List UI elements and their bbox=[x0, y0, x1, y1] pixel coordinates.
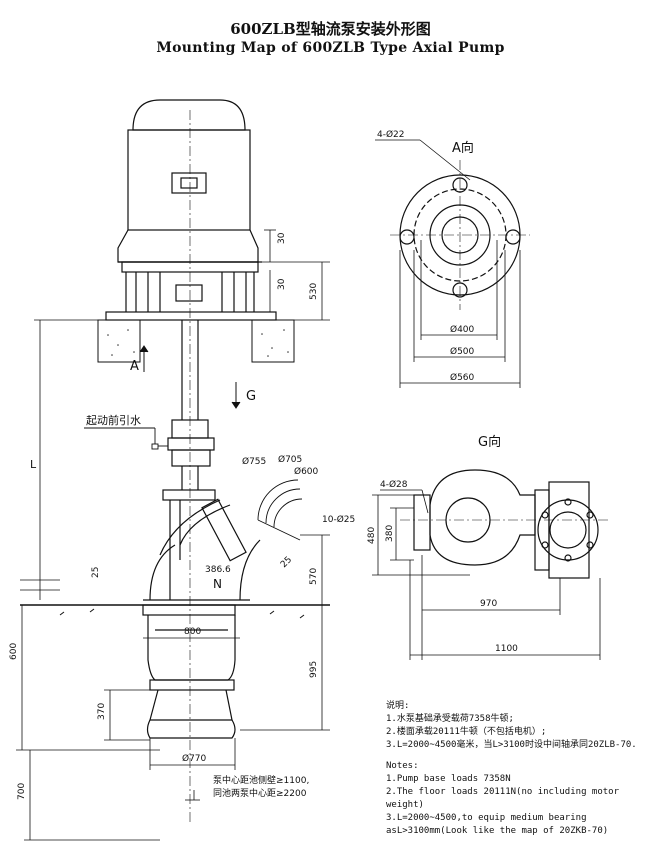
pump-elbow bbox=[143, 498, 261, 601]
floor-slab bbox=[97, 319, 295, 363]
drawing-title-cn: 600ZLB型轴流泵安装外形图 bbox=[230, 20, 431, 38]
dim-570: 570 bbox=[309, 568, 319, 585]
dim-30-top: 30 bbox=[277, 232, 287, 244]
dim-25-elbow: 25 bbox=[279, 555, 294, 570]
motor-stand bbox=[105, 261, 277, 321]
notes-en-3a: 3.L=2000~4500,to equip medium bearing bbox=[386, 813, 587, 823]
dim-380: 380 bbox=[385, 525, 395, 542]
priming-leader bbox=[84, 427, 168, 450]
dim-600-circle: Ø600 bbox=[294, 466, 319, 477]
dim-560: Ø560 bbox=[450, 372, 475, 383]
dim-500: Ø500 bbox=[450, 346, 475, 357]
dim-800: 800 bbox=[184, 627, 201, 637]
flange-holes-label: 10-Ø25 bbox=[322, 514, 355, 525]
dim-995: 995 bbox=[309, 661, 319, 678]
elbow-arcs bbox=[257, 479, 303, 541]
g-view-label: G向 bbox=[478, 434, 501, 450]
g-arrow-label: G bbox=[246, 389, 256, 404]
g-view bbox=[380, 469, 610, 579]
dim-30-bottom: 30 bbox=[277, 278, 287, 290]
bolt-holes-a-label: 4-Ø22 bbox=[377, 129, 405, 140]
a-view-label: A向 bbox=[452, 140, 474, 156]
shaft-column bbox=[162, 320, 216, 600]
notes-cn-heading: 说明: bbox=[386, 701, 410, 711]
ground-hatch bbox=[59, 608, 305, 619]
notes-en-1: 1.Pump base loads 7358N bbox=[386, 774, 511, 784]
a-view bbox=[375, 139, 530, 310]
clearance-label-2: 同池两泵中心距≥2200 bbox=[213, 787, 307, 799]
dim-370: 370 bbox=[97, 703, 107, 720]
dim-25-left: 25 bbox=[91, 567, 101, 578]
clearance-label-1: 泵中心距池侧壁≥1100, bbox=[213, 774, 309, 786]
dim-480: 480 bbox=[367, 527, 377, 544]
drawing-title-en: Mounting Map of 600ZLB Type Axial Pump bbox=[156, 40, 505, 56]
g-view-dims bbox=[372, 494, 601, 660]
dim-705: Ø705 bbox=[278, 454, 302, 465]
dim-1100: 1100 bbox=[495, 644, 518, 654]
arrow-a bbox=[139, 345, 149, 372]
dim-L bbox=[20, 319, 98, 600]
notes-cn-2: 2.楼面承载20111牛顿（不包括电机）; bbox=[386, 727, 547, 737]
priming-label: 起动前引水 bbox=[86, 413, 141, 427]
notes-cn-1: 1.水泵基础承受载荷7358牛顿; bbox=[386, 714, 514, 724]
notes-en-2a: 2.The floor loads 20111N(no including mo… bbox=[386, 787, 619, 797]
dim-right-top bbox=[258, 229, 330, 321]
n-label: N bbox=[213, 577, 222, 591]
a-arrow-label: A bbox=[130, 359, 139, 374]
notes-cn-3: 3.L=2000~4500毫米，当L>3100时设中间轴承同20ZLB-70. bbox=[386, 740, 637, 750]
dim-700: 700 bbox=[17, 783, 27, 800]
dim-left bbox=[16, 605, 160, 841]
bolt-holes-g-label: 4-Ø28 bbox=[380, 479, 408, 490]
notes-block: 说明: 1.水泵基础承受载荷7358牛顿; 2.楼面承载20111牛顿（不包括电… bbox=[386, 700, 637, 838]
dim-530: 530 bbox=[309, 283, 319, 300]
dim-755: Ø755 bbox=[242, 456, 266, 467]
dim-horizontal bbox=[143, 637, 240, 801]
dim-770: Ø770 bbox=[182, 753, 207, 764]
length-label: L bbox=[30, 458, 37, 471]
dim-400: Ø400 bbox=[450, 324, 475, 335]
arrow-g bbox=[231, 382, 241, 409]
pump-body bbox=[142, 604, 236, 739]
dim-right-bottom bbox=[240, 534, 330, 731]
dim-970: 970 bbox=[480, 599, 497, 609]
dim-386: 386.6 bbox=[205, 565, 231, 575]
notes-en-2b: weight) bbox=[386, 800, 424, 810]
a-view-dims bbox=[399, 240, 521, 388]
dim-600: 600 bbox=[9, 643, 19, 660]
notes-en-heading: Notes: bbox=[386, 761, 419, 771]
notes-en-3b: asL>3100mm(Look like the map of 20ZKB-70… bbox=[386, 826, 609, 836]
